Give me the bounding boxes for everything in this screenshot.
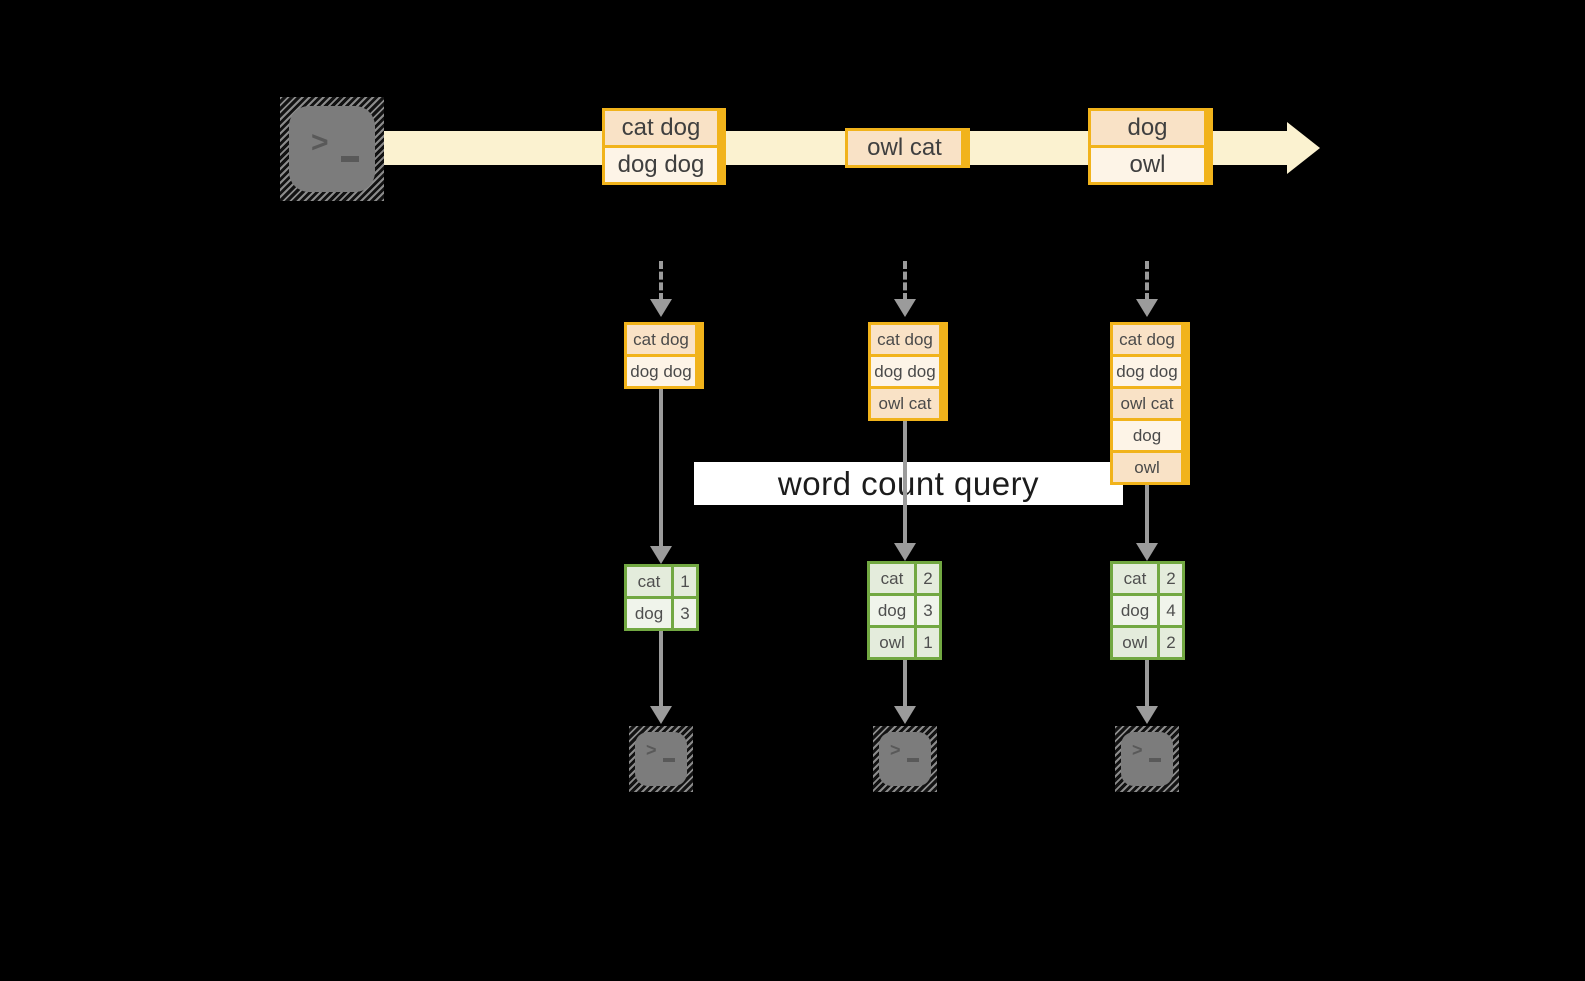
stream-batch-box: owl cat [845, 128, 970, 168]
terminal-icon: > [280, 97, 384, 201]
prompt-chevron-icon: > [890, 740, 901, 760]
count-cell: 1 [917, 628, 939, 657]
arrowhead-icon [894, 543, 916, 561]
buffer-line: dog dog [1113, 357, 1181, 386]
terminal-face: > [635, 732, 687, 786]
word-cell: owl [1113, 628, 1157, 657]
input-buffer-box: cat dog dog dog [624, 322, 704, 389]
buffer-line: owl [1113, 453, 1181, 482]
prompt-underscore-icon [663, 758, 675, 762]
arrowhead-icon [894, 706, 916, 724]
buffer-line: cat dog [1113, 325, 1181, 354]
arrowhead-icon [1136, 543, 1158, 561]
stream-batch-box: dog owl [1088, 108, 1213, 185]
input-buffer-box: cat dog dog dog owl cat dog owl [1110, 322, 1190, 485]
arrowhead-icon [650, 706, 672, 724]
word-cell: cat [627, 567, 671, 596]
terminal-face: > [1121, 732, 1173, 786]
batch-line: dog dog [605, 148, 717, 182]
flow-line [1145, 483, 1149, 545]
batch-line: owl [1091, 148, 1204, 182]
dashed-arrow-line [903, 261, 907, 301]
arrowhead-icon [650, 546, 672, 564]
arrowhead-icon [1136, 299, 1158, 317]
word-cell: cat [1113, 564, 1157, 593]
prompt-chevron-icon: > [1132, 740, 1143, 760]
buffer-line: dog [1113, 421, 1181, 450]
count-table: cat 1 dog 3 [624, 564, 699, 631]
word-cell: cat [870, 564, 914, 593]
dashed-arrow-line [659, 261, 663, 301]
flow-line [903, 419, 907, 547]
batch-line: cat dog [605, 111, 717, 145]
buffer-line: owl cat [1113, 389, 1181, 418]
count-cell: 1 [674, 567, 696, 596]
terminal-icon: > [873, 726, 937, 792]
prompt-chevron-icon: > [646, 740, 657, 760]
arrowhead-icon [1136, 706, 1158, 724]
flow-line [659, 629, 663, 707]
buffer-line: cat dog [871, 325, 939, 354]
count-table: cat 2 dog 4 owl 2 [1110, 561, 1185, 660]
prompt-underscore-icon [1149, 758, 1161, 762]
dashed-arrow-line [1145, 261, 1149, 301]
arrowhead-icon [650, 299, 672, 317]
batch-line: dog [1091, 111, 1204, 145]
buffer-line: dog dog [627, 357, 695, 386]
buffer-line: owl cat [871, 389, 939, 418]
stream-batch-box: cat dog dog dog [602, 108, 726, 185]
count-cell: 4 [1160, 596, 1182, 625]
buffer-line: dog dog [871, 357, 939, 386]
word-cell: dog [1113, 596, 1157, 625]
count-cell: 3 [917, 596, 939, 625]
terminal-face: > [289, 106, 375, 192]
buffer-line: cat dog [627, 325, 695, 354]
batch-line: owl cat [848, 131, 961, 165]
terminal-icon: > [1115, 726, 1179, 792]
flow-line [659, 387, 663, 547]
count-cell: 2 [917, 564, 939, 593]
prompt-underscore-icon [907, 758, 919, 762]
prompt-underscore-icon [341, 156, 359, 162]
word-cell: owl [870, 628, 914, 657]
input-buffer-box: cat dog dog dog owl cat [868, 322, 948, 421]
count-table: cat 2 dog 3 owl 1 [867, 561, 942, 660]
word-cell: dog [627, 599, 671, 628]
flow-line [903, 658, 907, 707]
query-label: word count query [694, 462, 1123, 505]
count-cell: 3 [674, 599, 696, 628]
count-cell: 2 [1160, 564, 1182, 593]
terminal-face: > [879, 732, 931, 786]
arrowhead-icon [894, 299, 916, 317]
prompt-chevron-icon: > [311, 126, 329, 159]
stream-arrowhead-icon [1287, 122, 1320, 174]
count-cell: 2 [1160, 628, 1182, 657]
word-cell: dog [870, 596, 914, 625]
flow-line [1145, 658, 1149, 707]
terminal-icon: > [629, 726, 693, 792]
